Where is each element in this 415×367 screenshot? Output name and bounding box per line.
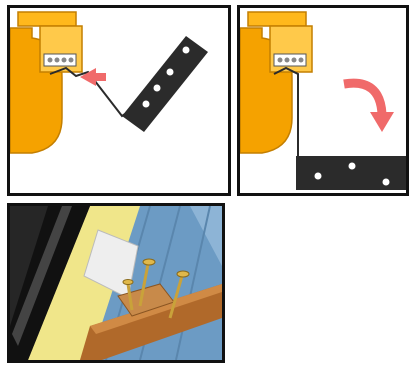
rafter	[80, 284, 222, 360]
step-3-illustration	[10, 206, 222, 360]
step-2-illustration	[240, 11, 406, 190]
bracket-hook	[273, 66, 299, 156]
rotate-arrow	[343, 78, 394, 132]
step-3-panel	[7, 203, 225, 363]
bracket-plate	[122, 36, 208, 132]
step-1-illustration	[10, 11, 208, 154]
fascia-board	[10, 206, 90, 360]
gutter-frame	[10, 11, 83, 154]
gutter-frame	[240, 11, 313, 154]
bracket-plate	[296, 156, 406, 190]
step-1-panel	[7, 5, 231, 196]
screws	[122, 258, 190, 319]
step-2-panel	[237, 5, 409, 196]
insert-arrow	[80, 68, 106, 86]
